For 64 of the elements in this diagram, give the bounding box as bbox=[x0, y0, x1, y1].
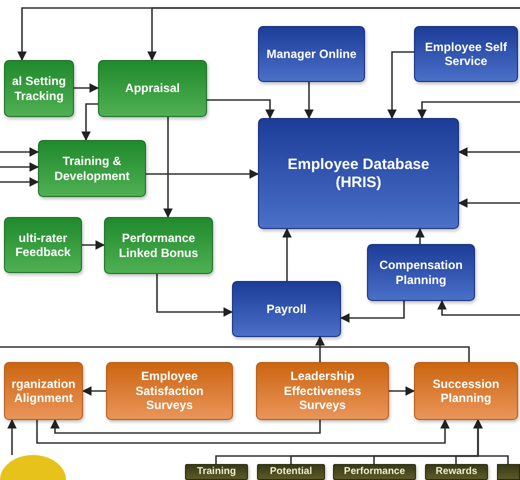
arrow bbox=[74, 83, 99, 93]
box-label: al Setting Tracking bbox=[10, 74, 67, 103]
process-box bbox=[232, 281, 341, 337]
box-label: Appraisal bbox=[124, 81, 181, 96]
process-box bbox=[258, 118, 459, 229]
box-label: Potential bbox=[268, 466, 314, 478]
arrow bbox=[81, 103, 98, 141]
process-box bbox=[185, 464, 248, 480]
process-box bbox=[414, 26, 518, 82]
process-box bbox=[104, 217, 213, 274]
box-label: Rewards bbox=[434, 466, 478, 478]
arrow bbox=[0, 147, 39, 157]
process-box bbox=[4, 60, 74, 117]
box-label: Leadership Effectiveness Surveys bbox=[282, 369, 362, 413]
arrow bbox=[415, 228, 425, 244]
blank-box bbox=[497, 464, 520, 480]
process-box bbox=[38, 140, 146, 197]
box-label: rganization Alignment bbox=[10, 376, 76, 406]
arrow bbox=[82, 240, 105, 250]
process-box bbox=[414, 362, 518, 420]
arrow bbox=[437, 300, 520, 316]
box-label: Performance bbox=[342, 466, 406, 478]
arrow bbox=[458, 147, 520, 157]
arrow bbox=[36, 419, 450, 444]
arrow bbox=[0, 177, 39, 187]
box-label: Succession Planning bbox=[432, 376, 500, 406]
arrow bbox=[389, 386, 415, 396]
arrow bbox=[147, 7, 520, 61]
arrow bbox=[146, 169, 259, 179]
box-label: Performance Linked Bonus bbox=[118, 231, 200, 260]
process-box bbox=[367, 244, 475, 301]
process-box bbox=[98, 60, 207, 117]
process-box bbox=[333, 464, 416, 480]
arrow bbox=[282, 228, 292, 281]
arrow bbox=[0, 162, 39, 172]
arrow bbox=[304, 82, 314, 119]
box-label: Employee Database (HRIS) bbox=[286, 156, 430, 192]
box-label: Employee Satisfaction Surveys bbox=[134, 369, 204, 413]
box-label: Compensation Planning bbox=[378, 258, 464, 287]
arrow bbox=[0, 336, 325, 348]
arrow bbox=[417, 101, 520, 119]
process-box bbox=[256, 362, 389, 420]
box-label: Employee Self Service bbox=[424, 40, 508, 68]
arrow bbox=[473, 419, 509, 464]
process-box bbox=[106, 362, 233, 420]
arrow bbox=[163, 117, 173, 218]
box-label: Training & Development bbox=[53, 154, 131, 183]
arrow bbox=[7, 419, 17, 455]
arrow bbox=[82, 386, 106, 396]
arrow bbox=[207, 99, 275, 119]
box-label: Payroll bbox=[265, 302, 308, 316]
arrow bbox=[50, 419, 321, 434]
box-label: Training bbox=[196, 466, 237, 478]
arrow bbox=[340, 301, 405, 323]
arrow bbox=[156, 274, 233, 317]
process-box bbox=[4, 362, 83, 420]
process-box bbox=[425, 464, 488, 480]
process-box bbox=[4, 217, 82, 273]
box-label: ulti-rater Feedback bbox=[14, 230, 72, 260]
arrow bbox=[458, 198, 520, 208]
box-label: Manager Online bbox=[265, 46, 358, 62]
process-box bbox=[258, 26, 365, 82]
arrow bbox=[387, 51, 414, 119]
process-box bbox=[257, 464, 325, 480]
